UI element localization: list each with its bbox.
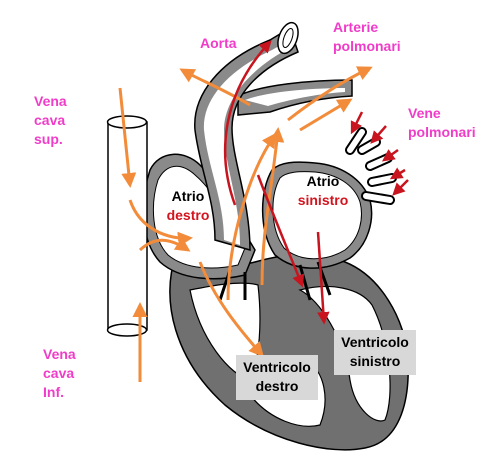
pulmonary-artery-inner — [245, 88, 345, 106]
label-atrio-destro-line1: Atrio — [171, 188, 205, 204]
label-ventricolo-sinistro: Ventricolo sinistro — [334, 333, 416, 371]
vena-cava-bottom — [106, 323, 148, 337]
label-ventricolo-destro-line1: Ventricolo — [243, 359, 311, 375]
flow-arrow-la-down — [316, 231, 330, 325]
label-vene-line2: polmonari — [408, 124, 476, 140]
flow-arrow-pv-4 — [389, 167, 406, 180]
label-atrio-sinistro-line1: Atrio — [306, 173, 340, 189]
label-ventricolo-destro: Ventricolo destro — [236, 358, 318, 396]
label-vena-inf-line1: Vena — [43, 346, 76, 362]
flow-arrow-pv-3 — [381, 148, 399, 162]
label-vene-line1: Vene — [408, 105, 441, 121]
pulmonary-veins-inner — [347, 129, 395, 203]
flow-arrow-up-left — [226, 132, 277, 301]
label-atrio-sinistro: Atrio sinistro — [290, 172, 356, 210]
ventricolo-sinistro-box — [334, 330, 416, 375]
label-vena-inf-line3: Inf. — [43, 384, 64, 400]
label-arterie-line1: Arterie — [333, 19, 379, 35]
flow-arrow-pv-1 — [350, 111, 364, 135]
label-vena-sup-line1: Vena — [34, 93, 67, 109]
label-atrio-destro: Atrio destro — [160, 187, 216, 225]
flow-arrow-atrium-2 — [138, 237, 191, 252]
label-vene-polmonari: Vene polmonari — [408, 104, 476, 142]
label-ventricolo-destro-line2: destro — [255, 378, 299, 394]
vena-cava-top — [106, 115, 148, 129]
label-aorta-text: Aorta — [200, 35, 237, 51]
flow-arrow-up-right — [260, 127, 285, 286]
flow-arrow-aorta — [224, 40, 272, 206]
ventricolo-destro-box — [236, 355, 318, 400]
label-vena-sup-line2: cava — [34, 112, 66, 128]
label-ventricolo-sinistro-line1: Ventricolo — [341, 334, 409, 350]
label-arterie-polmonari: Arterie polmonari — [333, 18, 401, 56]
flow-arrow-pv-5 — [392, 179, 409, 196]
label-aorta: Aorta — [200, 34, 237, 53]
flow-arrow-pulm-right — [287, 66, 373, 122]
label-vena-cava-sup: Vena cava sup. — [34, 92, 67, 149]
label-atrio-destro-line2: destro — [166, 207, 210, 223]
label-atrio-sinistro-line2: sinistro — [297, 192, 349, 208]
left-atrium-inner — [272, 171, 362, 260]
flow-arrow-to-ventricle — [198, 261, 264, 358]
flow-arrow-pulm-left — [179, 68, 251, 107]
flow-arrow-la-to-lv — [256, 174, 305, 288]
label-ventricolo-sinistro-line2: sinistro — [349, 353, 401, 369]
label-vena-inf-line2: cava — [43, 365, 75, 381]
label-vena-sup-line3: sup. — [34, 131, 63, 147]
label-vena-cava-inf: Vena cava Inf. — [43, 345, 76, 402]
flow-arrow-sup-in — [118, 87, 137, 188]
flow-arrow-pulm-right-2 — [299, 98, 353, 132]
label-arterie-line2: polmonari — [333, 38, 401, 54]
flow-arrow-pv-2 — [370, 125, 387, 144]
